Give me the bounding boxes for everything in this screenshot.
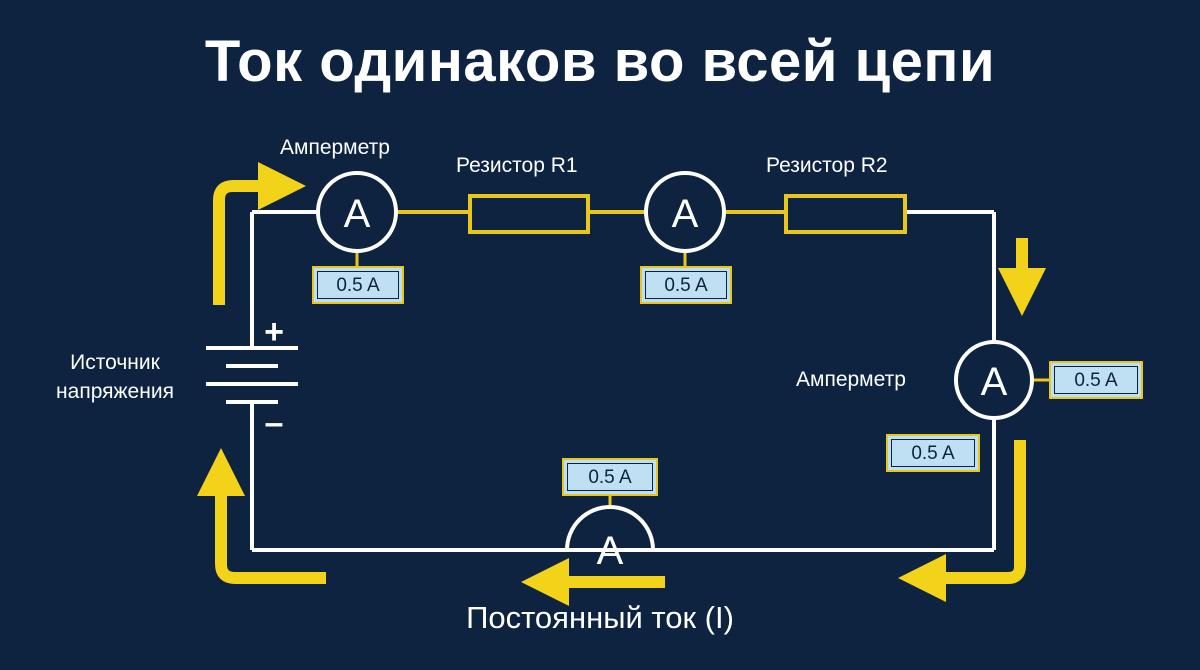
reading-ammeter-1: 0.5 A [312,266,404,304]
battery-symbol [206,332,298,410]
plus-sign: + [264,313,284,351]
circuit-wires [250,210,996,552]
voltage-source-label-line2: напряжения [56,380,174,403]
reading-ammeter-3-value: 0.5 A [1054,366,1138,394]
current-arrows [197,162,1046,606]
resistor-r1-label: Резистор R1 [456,154,578,177]
resistor-r2 [784,194,907,234]
reading-ammeter-3: 0.5 A [1049,361,1143,399]
voltage-source-label: Источник напряжения [30,348,200,406]
reading-ammeter-2-value: 0.5 A [645,271,727,299]
ammeter-2-symbol: A [672,192,699,236]
ammeter-1: A [316,171,398,253]
voltage-source-label-line1: Источник [70,351,160,374]
ammeter-right-label: Амперметр [796,368,906,391]
reading-ammeter-2: 0.5 A [640,266,732,304]
ammeter-4: A [564,505,656,573]
resistor-r1 [468,194,590,234]
ammeter-3-symbol: A [981,360,1008,404]
arrow-left-corner [197,448,326,584]
footer-label: Постоянный ток (I) [466,600,734,635]
minus-sign: – [265,404,284,442]
ammeter-1-symbol: A [344,192,371,236]
page-title: Ток одинаков во всей цепи [204,29,996,94]
resistor-r2-label: Резистор R2 [766,154,888,177]
reading-right-wire-value: 0.5 A [891,439,975,467]
ammeter-3: A [954,340,1034,420]
reading-ammeter-4: 0.5 A [562,458,658,496]
reading-ammeter-4-value: 0.5 A [567,463,653,491]
ammeter-4-symbol: A [597,529,624,573]
arrow-left-up [213,162,306,305]
reading-right-wire: 0.5 A [886,434,980,472]
ammeter-2: A [644,171,726,253]
ammeter-top-label: Амперметр [280,136,390,159]
reading-ammeter-1-value: 0.5 A [317,271,399,299]
arrow-right-corner [898,440,1026,602]
